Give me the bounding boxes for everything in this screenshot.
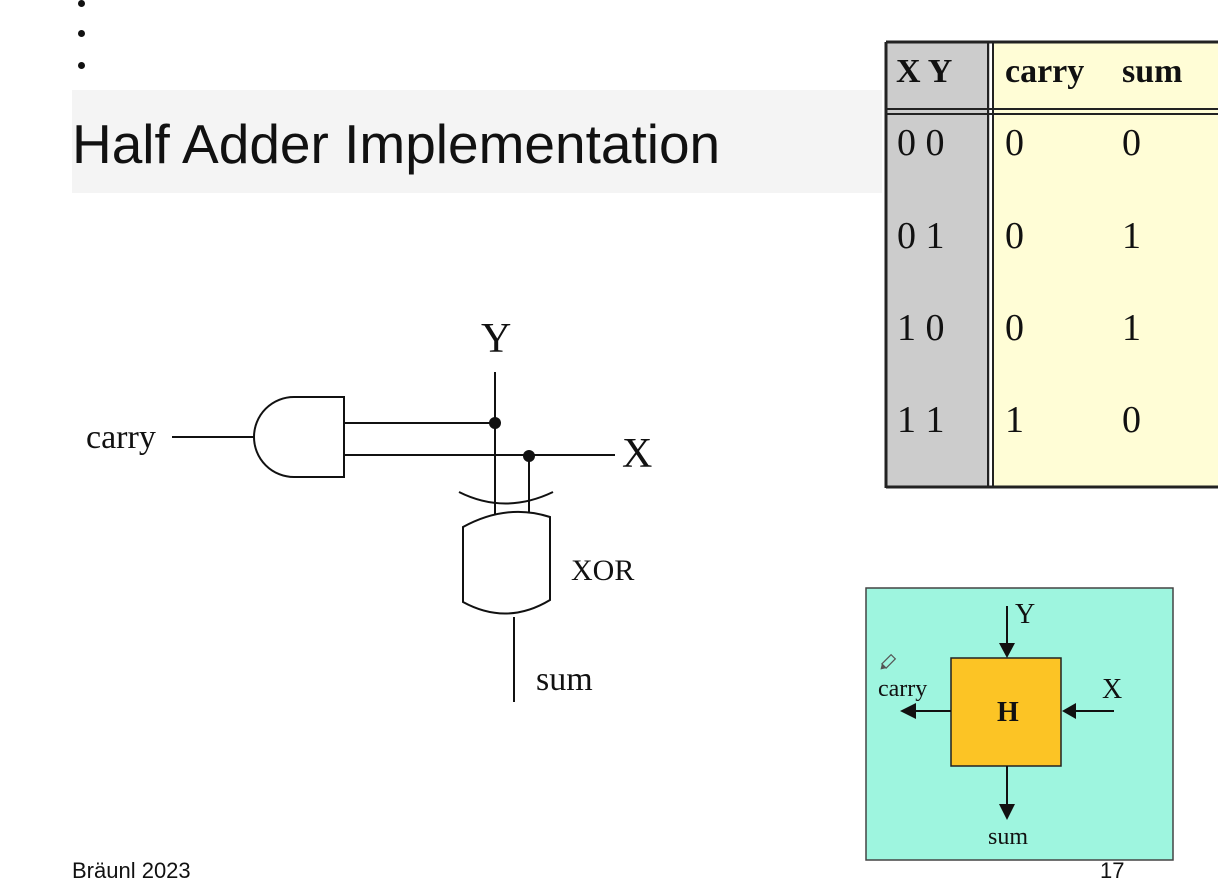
footer-author: Bräunl 2023 (72, 858, 191, 883)
circuit-label-sum: sum (536, 661, 593, 698)
junction-dot-x (523, 450, 535, 462)
block-label-y: Y (1015, 599, 1035, 630)
table-row-3-xy: 1 0 (897, 307, 945, 349)
table-header-carry: carry (1005, 53, 1084, 90)
arrow-carry-icon (900, 703, 916, 719)
table-row-1-carry: 0 (1005, 122, 1024, 164)
table-row-4-sum: 0 (1122, 399, 1141, 441)
table-row-1-sum: 0 (1122, 122, 1141, 164)
arrow-x-icon (1062, 703, 1076, 719)
slide-title: Half Adder Implementation (72, 113, 721, 175)
table-row-4-xy: 1 1 (897, 399, 945, 441)
table-row-2-carry: 0 (1005, 215, 1024, 257)
xor-gate (462, 510, 551, 615)
circuit-label-x: X (622, 431, 652, 477)
bullet-dot (78, 30, 85, 37)
table-row-3-sum: 1 (1122, 307, 1141, 349)
bullet-dot (78, 62, 85, 69)
circuit-label-carry: carry (86, 419, 156, 456)
table-row-4-carry: 1 (1005, 399, 1024, 441)
circuit-label-xor: XOR (571, 554, 634, 587)
block-label-h: H (997, 697, 1019, 728)
table-header-inputs: X Y (896, 53, 952, 90)
and-gate (253, 396, 345, 478)
table-row-1-xy: 0 0 (897, 122, 945, 164)
block-label-carry: carry (878, 676, 927, 702)
arrow-y-icon (999, 643, 1015, 658)
table-row-3-carry: 0 (1005, 307, 1024, 349)
block-label-x: X (1102, 674, 1122, 705)
page-number: 17 (1100, 858, 1125, 883)
bullet-dot (78, 0, 85, 7)
block-label-sum: sum (988, 824, 1028, 850)
arrow-sum-icon (999, 804, 1015, 820)
table-header-sum: sum (1122, 53, 1182, 90)
table-row-2-xy: 0 1 (897, 215, 945, 257)
title-band (72, 90, 882, 193)
table-row-2-sum: 1 (1122, 215, 1141, 257)
circuit-label-y: Y (481, 316, 511, 362)
junction-dot-y (489, 417, 501, 429)
h-box (950, 657, 1062, 767)
pencil-icon (880, 653, 897, 670)
